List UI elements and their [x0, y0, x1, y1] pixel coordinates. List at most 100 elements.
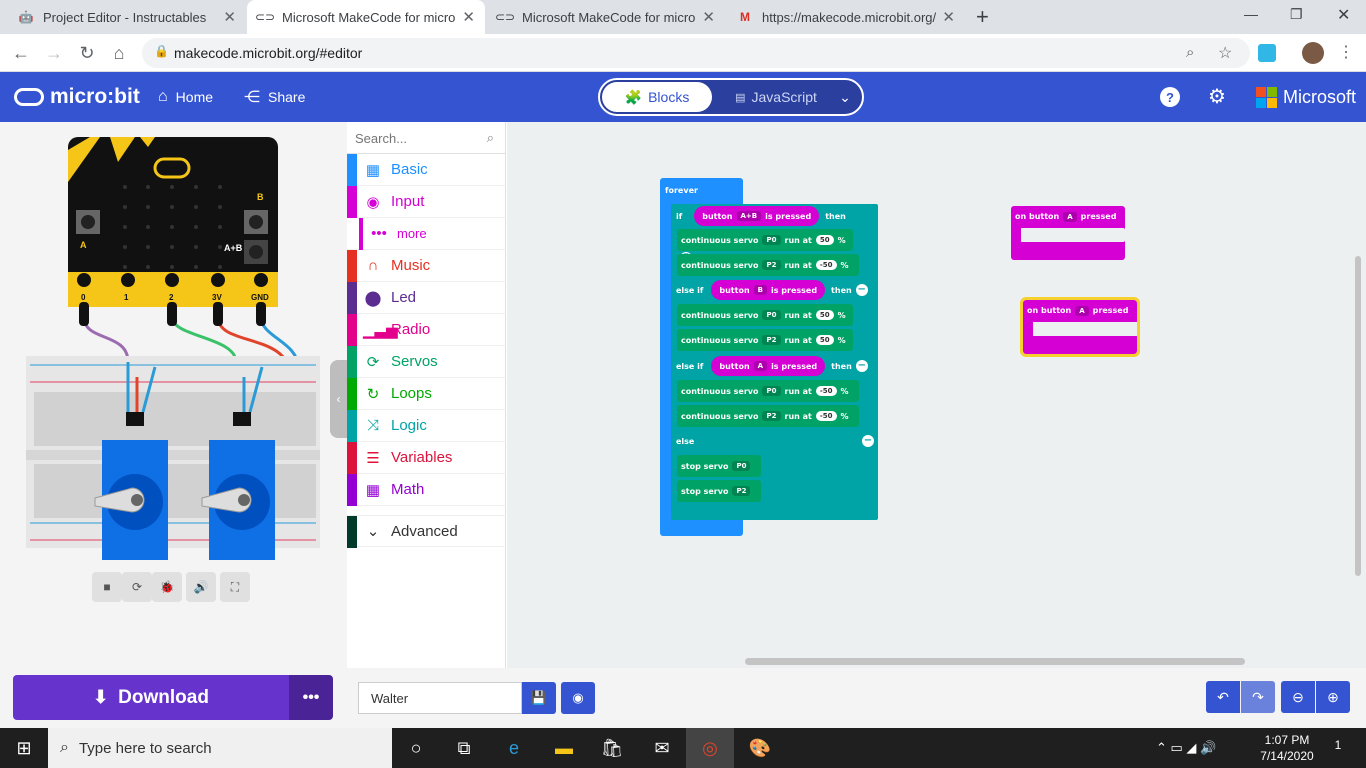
button-ab[interactable]	[244, 240, 268, 264]
servo-run-block[interactable]: continuous servo P0 run at 50 %	[677, 304, 853, 326]
undo-icon[interactable]: ↶	[1206, 681, 1240, 713]
chevron-down-icon[interactable]: ⌄	[839, 88, 851, 105]
stop-servo-block[interactable]: stop servo P0	[677, 455, 761, 477]
reload-icon[interactable]: ↻	[79, 42, 95, 63]
button-condition[interactable]: button A+B is pressed	[694, 206, 820, 226]
category-loops[interactable]: ↻ Loops	[347, 378, 506, 410]
edge-icon[interactable]: e	[508, 737, 519, 758]
button-dropdown[interactable]: A	[753, 361, 768, 371]
system-tray-icons[interactable]: ⌃ ▭ ◢ 🔊	[1156, 740, 1217, 755]
speed-input[interactable]: 50	[815, 310, 834, 320]
search-icon[interactable]: ⌕	[486, 130, 494, 145]
speed-input[interactable]: 50	[815, 235, 834, 245]
category-servos[interactable]: ⟳ Servos	[347, 346, 506, 378]
speed-input[interactable]: -50	[815, 386, 837, 396]
close-tab-icon[interactable]: ✕	[702, 9, 715, 26]
cortana-icon[interactable]: ○	[410, 737, 422, 758]
microsoft-logo[interactable]: Microsoft	[1256, 72, 1356, 122]
paint-icon[interactable]: 🎨	[748, 737, 772, 758]
mute-icon[interactable]: 🔊	[186, 572, 216, 602]
button-dropdown[interactable]: A	[1063, 212, 1077, 222]
speed-input[interactable]: 50	[815, 335, 834, 345]
mail-icon[interactable]: ✉	[654, 737, 670, 758]
url-field[interactable]: 🔒 makecode.microbit.org/#editor ⌕ ☆	[142, 38, 1250, 68]
browser-tab[interactable]: ⊂⊃ Microsoft MakeCode for micro:bi ✕	[494, 9, 715, 26]
pin-dropdown[interactable]: P2	[732, 486, 751, 496]
taskbar-search[interactable]: ⌕ Type here to search	[48, 728, 392, 768]
category-input-more[interactable]: ••• more	[347, 218, 506, 250]
category-variables[interactable]: ☰ Variables	[347, 442, 506, 474]
pin-dropdown[interactable]: P2	[762, 260, 781, 270]
bookmark-star-icon[interactable]: ☆	[1218, 45, 1233, 62]
task-view-icon[interactable]: ⧉	[457, 737, 471, 758]
chrome-icon[interactable]: ◎	[686, 728, 734, 768]
project-name-input[interactable]	[358, 682, 522, 714]
minimize-button[interactable]: —	[1244, 6, 1258, 22]
servo-run-block[interactable]: continuous servo P0 run at -50 %	[677, 380, 859, 402]
pin-dropdown[interactable]: P2	[762, 335, 781, 345]
zoom-icon[interactable]: ⌕	[1186, 44, 1195, 61]
remove-branch-icon[interactable]: −	[855, 284, 868, 296]
pin-dropdown[interactable]: P0	[762, 310, 781, 320]
category-advanced[interactable]: ⌄ Advanced	[347, 515, 506, 548]
speed-input[interactable]: -50	[815, 260, 837, 270]
save-icon[interactable]: 💾	[522, 682, 556, 714]
restart-icon[interactable]: ⟳	[122, 572, 152, 602]
gear-icon[interactable]: ⚙	[1208, 86, 1226, 108]
category-math[interactable]: ▦ Math	[347, 474, 506, 506]
blocks-tab[interactable]: 🧩 Blocks	[602, 82, 712, 112]
else-if-row[interactable]: else if button B is pressed then −	[671, 279, 878, 301]
vertical-scrollbar[interactable]	[1355, 256, 1361, 576]
pin-dropdown[interactable]: P0	[732, 461, 751, 471]
windows-start-icon[interactable]: ⊞	[16, 737, 32, 758]
remove-branch-icon[interactable]: −	[855, 360, 868, 372]
javascript-tab[interactable]: ▤ JavaScript	[735, 89, 817, 105]
clock[interactable]: 1:07 PM 7/14/2020	[1260, 733, 1314, 763]
category-led[interactable]: ⬤ Led	[347, 282, 506, 314]
servo-run-block[interactable]: continuous servo P2 run at 50 %	[677, 329, 853, 351]
browser-tab[interactable]: 🤖 Project Editor - Instructables ✕	[18, 9, 236, 26]
button-dropdown[interactable]: A+B	[736, 211, 762, 221]
browser-tab-active[interactable]: ⊂⊃ Microsoft MakeCode for micro:bi ✕	[247, 0, 485, 34]
menu-kebab-icon[interactable]: ⋮	[1338, 44, 1354, 61]
home-icon[interactable]: ⌂	[113, 42, 125, 63]
close-tab-icon[interactable]: ✕	[462, 9, 475, 26]
restore-button[interactable]: ❐	[1290, 6, 1303, 22]
category-logic[interactable]: ⤨ Logic	[347, 410, 506, 442]
zoom-in-icon[interactable]: ⊕	[1316, 681, 1350, 713]
servo-run-block[interactable]: continuous servo P0 run at 50 %	[677, 229, 853, 251]
profile-avatar[interactable]	[1302, 42, 1324, 64]
back-icon[interactable]: ←	[12, 42, 30, 63]
horizontal-scrollbar[interactable]	[745, 658, 1245, 665]
zoom-out-icon[interactable]: ⊖	[1281, 681, 1315, 713]
file-explorer-icon[interactable]: ▬	[555, 737, 573, 758]
category-music[interactable]: ∩ Music	[347, 250, 506, 282]
store-icon[interactable]: 🛍	[600, 737, 624, 758]
servo-run-block[interactable]: continuous servo P2 run at -50 %	[677, 254, 859, 276]
if-row[interactable]: if button A+B is pressed then	[671, 204, 878, 228]
home-button[interactable]: ⌂ Home	[158, 88, 214, 105]
button-dropdown[interactable]: A	[1075, 306, 1089, 316]
microbit-logo[interactable]: micro:bit	[14, 72, 140, 122]
pin-dropdown[interactable]: P0	[762, 386, 781, 396]
close-tab-icon[interactable]: ✕	[223, 9, 236, 26]
download-button[interactable]: ⬇ Download	[13, 675, 289, 720]
notification-center-icon[interactable]: 1	[1334, 738, 1342, 752]
github-icon[interactable]: ◉	[561, 682, 595, 714]
share-button[interactable]: ⋲ Share	[244, 89, 306, 106]
help-icon[interactable]: ?	[1160, 87, 1180, 107]
pin-dropdown[interactable]: P2	[762, 411, 781, 421]
remove-branch-icon[interactable]: −	[862, 435, 874, 447]
else-row[interactable]: else −	[671, 430, 878, 452]
stop-servo-block[interactable]: stop servo P2	[677, 480, 761, 502]
else-if-row[interactable]: else if button A is pressed then −	[671, 355, 878, 377]
fullscreen-icon[interactable]: ⛶	[220, 572, 250, 602]
extension-icon[interactable]	[1258, 44, 1276, 62]
button-condition[interactable]: button B is pressed	[711, 280, 826, 300]
toolbox-search-input[interactable]	[355, 128, 475, 148]
collapse-simulator-button[interactable]: ‹	[330, 360, 347, 438]
category-basic[interactable]: ▦ Basic	[347, 154, 506, 186]
stop-icon[interactable]: ■	[92, 572, 122, 602]
button-a[interactable]	[76, 210, 100, 234]
button-dropdown[interactable]: B	[753, 285, 767, 295]
